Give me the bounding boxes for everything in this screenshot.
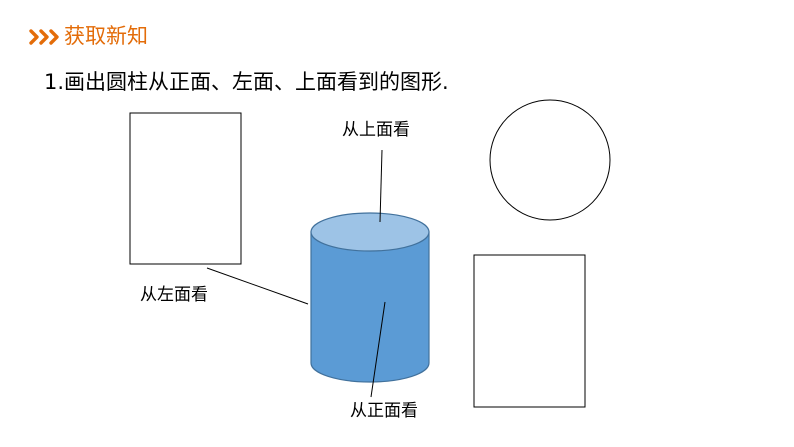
cylinder-body [310, 231, 430, 383]
cylinder [310, 212, 430, 383]
left-view-rectangle [129, 112, 242, 265]
triple-chevron-icon [29, 28, 59, 45]
left-view-label: 从左面看 [140, 285, 208, 305]
question-text: 1.画出圆柱从正面、左面、上面看到的图形. [44, 70, 449, 94]
front-view-label: 从正面看 [350, 401, 418, 421]
front-view-rectangle [473, 254, 586, 408]
top-view-circle [489, 99, 611, 221]
front-view-pointer [370, 301, 386, 398]
top-view-label: 从上面看 [342, 120, 410, 140]
section-header: 获取新知 [28, 26, 148, 47]
top-view-pointer [379, 149, 383, 223]
left-view-pointer [206, 267, 309, 305]
cylinder-top [310, 212, 430, 252]
section-title: 获取新知 [64, 24, 148, 48]
